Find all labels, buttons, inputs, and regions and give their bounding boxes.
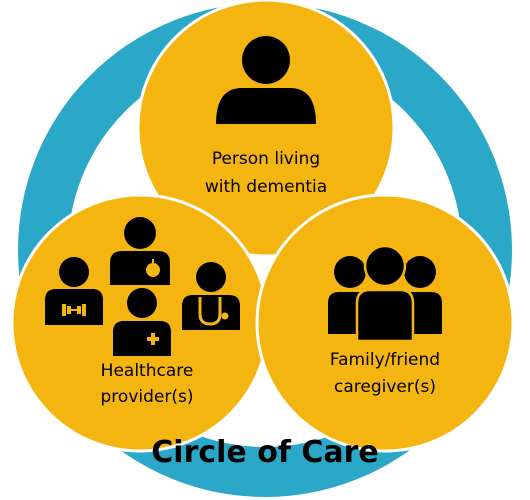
apple-icon	[146, 259, 160, 277]
family-label-line1: Family/friend	[330, 350, 440, 370]
healthcare-team-icon	[45, 217, 240, 356]
group-icon	[328, 244, 442, 343]
trainer-icon	[45, 257, 103, 325]
medical-cross-icon	[147, 333, 159, 345]
person-node: Person living with dementia	[136, 0, 396, 258]
dumbbell-icon	[62, 304, 86, 316]
healthcare-node: Healthcare provider(s)	[10, 193, 270, 453]
person-circle	[136, 0, 396, 258]
nurse-icon	[113, 288, 171, 356]
family-node: Family/friend caregiver(s)	[255, 193, 515, 453]
diagram-title: Circle of Care	[151, 435, 378, 470]
stethoscope-icon	[198, 297, 222, 326]
family-label-line2: caregiver(s)	[334, 377, 436, 397]
person-label-line2: with dementia	[205, 177, 327, 197]
healthcare-label-line1: Healthcare	[101, 361, 194, 381]
person-icon	[216, 36, 316, 124]
healthcare-label-line2: provider(s)	[101, 387, 194, 407]
doctor-icon	[182, 262, 240, 330]
educator-icon	[110, 217, 170, 285]
person-label-line1: Person living	[212, 149, 320, 169]
